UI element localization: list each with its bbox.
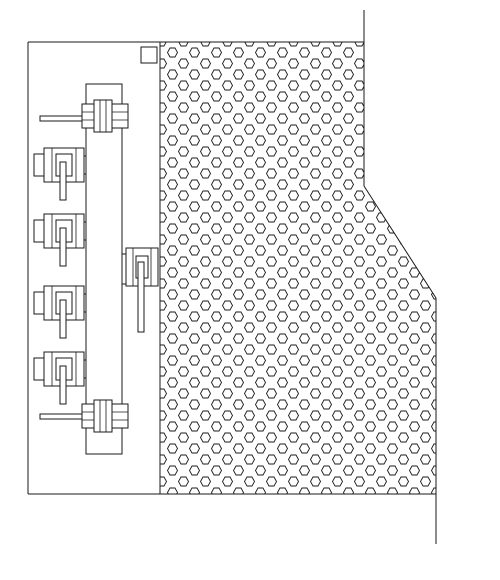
enclosure-frame xyxy=(27,10,437,544)
top-clamp xyxy=(39,99,129,133)
valve-left-1 xyxy=(33,147,87,201)
corner-box xyxy=(140,46,158,64)
valve-left-2 xyxy=(33,213,87,267)
valve-left-3 xyxy=(33,285,87,339)
hex-fill-region xyxy=(160,42,436,494)
vertical-column xyxy=(85,83,123,455)
valve-left-4 xyxy=(33,351,87,405)
bottom-clamp xyxy=(39,399,129,433)
valve-right-1 xyxy=(121,247,159,333)
